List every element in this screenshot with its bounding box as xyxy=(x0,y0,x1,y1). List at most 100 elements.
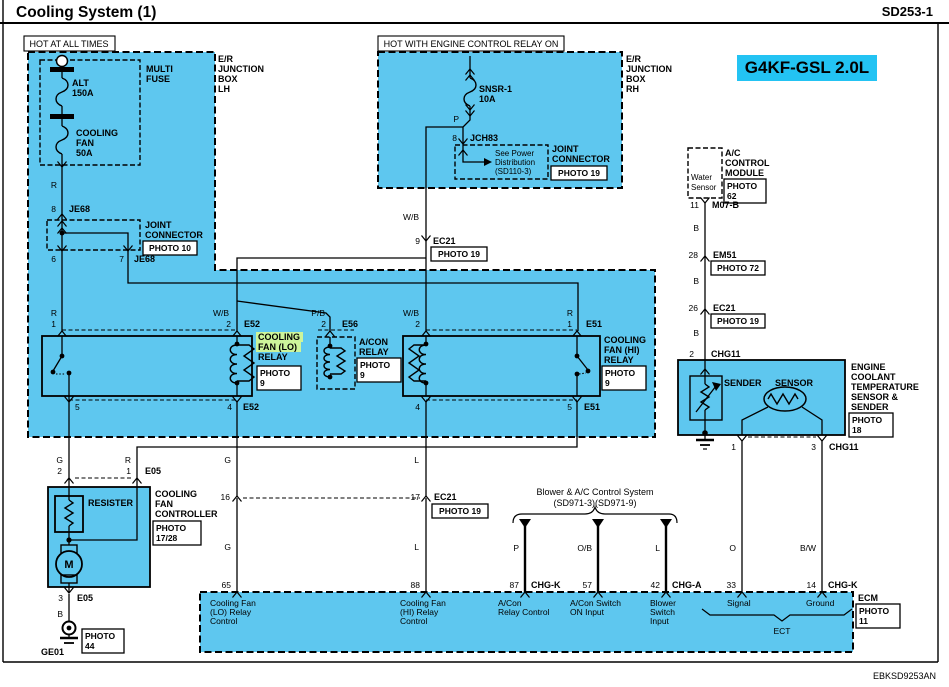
ecm-function-label: Switch xyxy=(650,607,675,617)
resister-box xyxy=(54,495,84,533)
wire-color-label: O xyxy=(729,543,736,553)
ect-label: TEMPERATURE xyxy=(851,382,919,392)
photo-ref-box xyxy=(142,240,198,256)
fuse-bar xyxy=(50,67,74,72)
highlight xyxy=(256,342,301,352)
joint-connector-label: CONNECTOR xyxy=(552,154,610,164)
ecm-function-label: A/Con xyxy=(498,598,522,608)
ecm-region xyxy=(199,591,854,653)
hot-at-all-times-banner xyxy=(23,35,116,52)
ground-name: GE01 xyxy=(41,647,64,657)
ecm: 65 88 87 CHG-K 57 42 CHG-A 33 14 CHG-K C… xyxy=(210,580,901,636)
er-lh-label: BOX xyxy=(218,74,238,84)
multi-fuse: MULTI FUSE ALT 150A COOLING FAN 50A E/R … xyxy=(39,54,264,190)
photo-ref-box xyxy=(152,520,202,546)
water-sensor-label: Sensor xyxy=(691,183,717,192)
acon-relay: P/B 2 E56 A/CON RELAY PHOTO 9 xyxy=(311,308,402,390)
connector-name: EM51 xyxy=(713,250,737,260)
ecm-function-label: (LO) Relay xyxy=(210,607,252,617)
photo-ref-label: PHOTO 72 xyxy=(717,263,759,273)
photo-ref-label: 18 xyxy=(852,425,862,435)
sensor-label: SENSOR xyxy=(775,378,814,388)
pin-number: 2 xyxy=(226,319,231,329)
cooling-fan-lo-relay: R 1 W/B 2 E52 COOLING FAN (LO) RELAY PHO… xyxy=(41,308,303,412)
pin-number: 2 xyxy=(415,319,420,329)
ect-label: COOLANT xyxy=(851,372,896,382)
wire-color-label: R xyxy=(125,455,131,465)
ecm-function-label: (HI) Relay xyxy=(400,607,439,617)
pin-number: 87 xyxy=(510,580,520,590)
photo-ref-box xyxy=(710,313,766,329)
photo-ref-label: 11 xyxy=(859,616,868,626)
wire-color-label: L xyxy=(414,455,419,465)
photo-ref-label: PHOTO xyxy=(360,360,390,370)
water-sensor-label: Water xyxy=(691,173,712,182)
photo-ref-box xyxy=(81,628,125,654)
brace xyxy=(512,504,678,524)
hot-engine-relay-label: HOT WITH ENGINE CONTROL RELAY ON xyxy=(384,39,559,49)
photo-ref-label: 17/28 xyxy=(156,533,178,543)
arrow-down-icon xyxy=(592,519,604,528)
photo-ref-label: 9 xyxy=(605,378,610,388)
photo-ref-box xyxy=(855,603,901,629)
connector-name: JE68 xyxy=(69,204,90,214)
fuse-fan-label: 50A xyxy=(76,148,93,158)
wire-color-label: W/B xyxy=(213,308,229,318)
wire-color-label: B xyxy=(693,223,699,233)
photo-ref-label: PHOTO 19 xyxy=(717,316,759,326)
er-lh-label: E/R xyxy=(218,54,234,64)
fuse-alt-icon xyxy=(55,77,69,107)
wire-color-label: L xyxy=(655,543,660,553)
connector-name: E05 xyxy=(145,466,161,476)
ecm-function-label: Input xyxy=(650,616,670,626)
pin-number: 65 xyxy=(222,580,232,590)
photo-ref-label: PHOTO 19 xyxy=(439,506,481,516)
engine-badge-label: G4KF-GSL 2.0L xyxy=(745,58,869,77)
arrow-right-icon xyxy=(484,158,492,166)
wire-color-label: G xyxy=(56,455,63,465)
motor-label: M xyxy=(64,559,73,571)
wire-color-label: P xyxy=(513,543,519,553)
coil-resistor-icon xyxy=(407,344,426,382)
photo-ref-box xyxy=(723,178,767,204)
connector-name: E56 xyxy=(342,319,358,329)
photo-ref-label: PHOTO xyxy=(156,523,186,533)
controller-label: CONTROLLER xyxy=(155,509,218,519)
photo-ref-box xyxy=(256,365,302,391)
wire-color-label: P xyxy=(453,114,459,124)
relay-label: RELAY xyxy=(258,352,288,362)
fuse-fan-label: COOLING xyxy=(76,128,118,138)
coil-resistor-icon xyxy=(330,347,347,375)
wire-color-label: L xyxy=(414,542,419,552)
multifuse-label: MULTI xyxy=(146,64,173,74)
photo-ref-label: PHOTO xyxy=(605,368,635,378)
highlight xyxy=(256,332,303,342)
pin-number: 3 xyxy=(811,442,816,452)
er-junction-lh-region xyxy=(27,51,656,438)
connector-name: E52 xyxy=(244,319,260,329)
ecm-function-label: Signal xyxy=(727,598,751,608)
connector-name: E05 xyxy=(77,593,93,603)
fuse-snsr-label: SNSR-1 xyxy=(479,84,512,94)
pin-number: 88 xyxy=(411,580,421,590)
photo-ref-label: 62 xyxy=(727,191,737,201)
photo-ref-label: PHOTO 10 xyxy=(149,243,191,253)
wire-color-label: G xyxy=(224,542,231,552)
connector-name: JE68 xyxy=(134,254,155,264)
wire-color-label: W/B xyxy=(403,212,419,222)
relay-label: COOLING xyxy=(604,335,646,345)
connector-name: EC21 xyxy=(433,236,456,246)
fuse-fan-icon xyxy=(55,125,69,155)
pin-number: 1 xyxy=(567,319,572,329)
photo-ref-label: 9 xyxy=(360,370,365,380)
pin-number: 2 xyxy=(57,466,62,476)
er-rh-label: E/R xyxy=(626,54,642,64)
ect-sensor-sender: SENDER SENSOR ENGINE COOLANT TEMPERATURE… xyxy=(689,362,919,553)
arrow-down-icon xyxy=(660,519,672,528)
wire-color-label: B/W xyxy=(800,543,816,553)
connector-name: EC21 xyxy=(434,492,457,502)
blower-system-ref: (SD971-3)(SD971-9) xyxy=(553,498,636,508)
connector-dashes xyxy=(62,329,816,499)
fuse-fan-label: FAN xyxy=(76,138,94,148)
